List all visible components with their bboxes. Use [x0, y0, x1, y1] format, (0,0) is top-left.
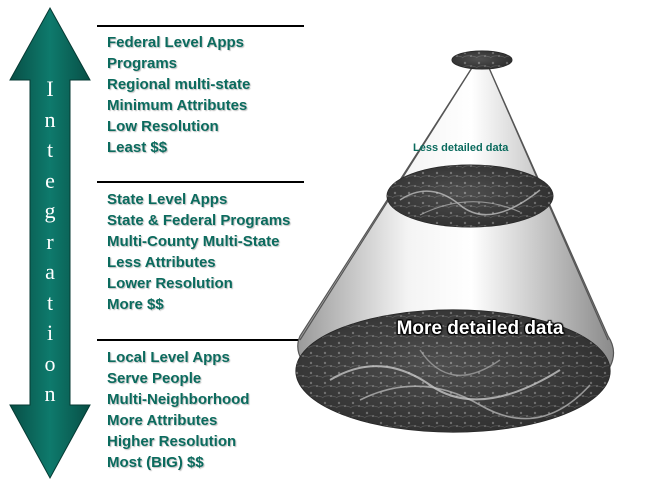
arrow-shape [9, 6, 91, 480]
list-item: Federal Level Apps [107, 34, 244, 51]
federal-level-group: Federal Level Apps Programs Regional mul… [107, 32, 250, 158]
integration-letter: n [44, 381, 56, 406]
list-item: More Attributes [107, 412, 218, 429]
divider-3 [97, 339, 304, 341]
integration-letter: n [44, 106, 56, 132]
list-item: Local Level Apps [107, 349, 230, 366]
integration-letter: r [46, 228, 54, 254]
list-item: Low Resolution [107, 118, 219, 135]
list-item: Higher Resolution [107, 433, 237, 450]
divider-1 [97, 25, 304, 27]
list-item: Serve People [107, 370, 202, 387]
state-level-group: State Level Apps State & Federal Program… [107, 189, 290, 315]
list-item: More $$ [107, 296, 164, 313]
integration-letter: g [44, 198, 56, 223]
list-item: Minimum Attributes [107, 97, 248, 114]
list-item: Less Attributes [107, 254, 216, 271]
list-item: Multi-County Multi-State [107, 233, 280, 250]
less-detailed-label: Less detailed data [413, 142, 509, 154]
list-item: State Level Apps [107, 191, 228, 208]
integration-letter: t [46, 289, 54, 315]
integration-arrow [9, 6, 91, 480]
integration-letter: t [46, 137, 54, 162]
list-item: State & Federal Programs [107, 212, 291, 229]
integration-letter: i [46, 320, 54, 345]
more-detailed-label: More detailed data [396, 318, 564, 339]
list-item: Programs [107, 55, 178, 72]
integration-letter: I [46, 76, 54, 101]
integration-letter: e [45, 167, 55, 193]
local-level-group: Local Level Apps Serve People Multi-Neig… [107, 347, 249, 473]
integration-letter: o [44, 350, 56, 376]
list-item: Lower Resolution [107, 275, 233, 292]
divider-2 [97, 181, 304, 183]
integration-letter: a [45, 259, 55, 284]
list-item: Multi-Neighborhood [107, 391, 250, 408]
list-item: Regional multi-state [107, 76, 251, 93]
list-item: Least $$ [107, 139, 168, 156]
list-item: Most (BIG) $$ [107, 454, 204, 471]
